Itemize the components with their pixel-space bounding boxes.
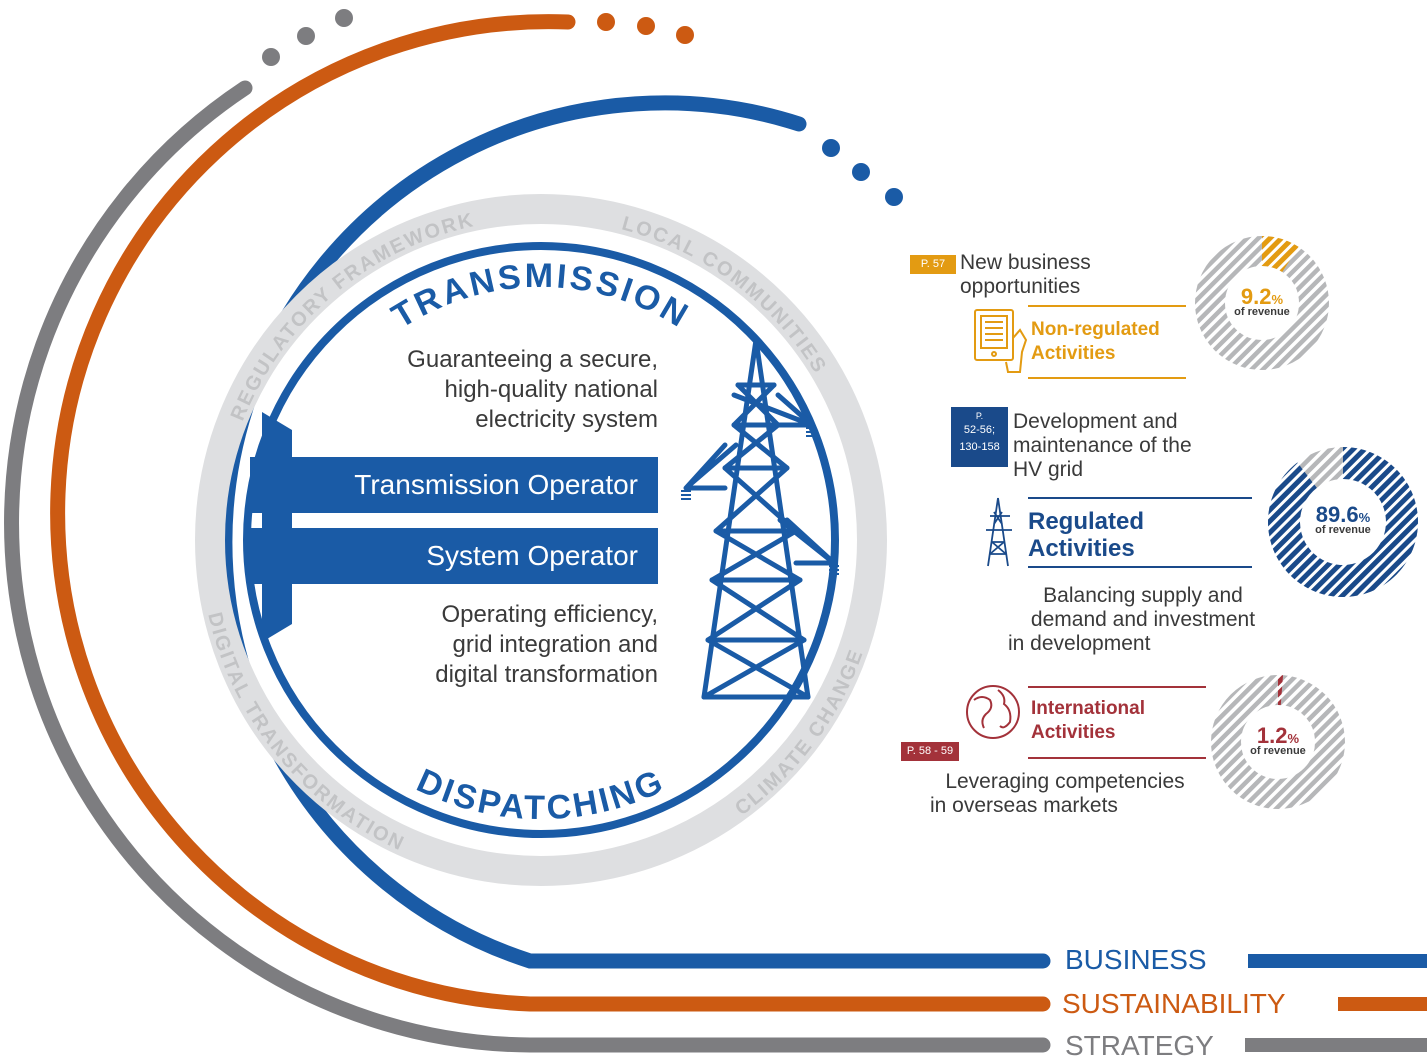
regulated-title: Regulated Activities <box>1028 508 1144 562</box>
description-line: demand and investment <box>1030 608 1256 631</box>
subline: Operating efficiency, grid integration a… <box>330 600 658 690</box>
title-line: Regulated <box>1028 508 1145 535</box>
page-ref-line: P. <box>975 411 984 421</box>
percent-sign: % <box>1287 731 1300 746</box>
page-ref-regulated: P. 52-56; 130-158 <box>951 410 1008 456</box>
page-ref-badge-non-regulated[interactable] <box>910 255 956 274</box>
strategy-dot <box>297 27 315 45</box>
transmission-operator-ribbon <box>250 457 658 513</box>
page-ref-line: 130-158 <box>959 441 1000 453</box>
context-ring <box>195 194 887 886</box>
strategy-dot <box>262 48 280 66</box>
tablet-hand-icon <box>974 309 1028 373</box>
business-dot <box>885 188 903 206</box>
page-ref-international: P. 58 - 59 <box>906 745 954 757</box>
system-operator-label: System Operator <box>426 540 638 571</box>
description-line: HV grid <box>1013 458 1084 481</box>
business-line-end <box>1248 954 1427 968</box>
business-dot <box>852 163 870 181</box>
sustainability-line-end <box>1338 997 1427 1011</box>
title-line: International <box>1031 698 1146 719</box>
pylon-icon <box>683 337 837 700</box>
percent-sign: % <box>1271 292 1284 307</box>
non-regulated-title: Non-regulated Activities <box>1031 318 1160 366</box>
percent-value: 89.6 <box>1315 502 1359 527</box>
percent-sign: % <box>1358 510 1371 525</box>
subline-line: digital transformation <box>435 661 658 688</box>
description-line: Development and <box>1013 410 1178 433</box>
tagline: Guaranteeing a secure, high-quality nati… <box>330 345 658 435</box>
description-line: maintenance of the <box>1013 434 1192 457</box>
regulated-extra-description: Balancing supply and demand and investme… <box>1008 584 1278 656</box>
donut-regulated <box>1268 447 1418 598</box>
title-line: Activities <box>1028 535 1135 562</box>
donut-non-regulated-slice <box>1262 236 1299 273</box>
system-operator-ribbon <box>250 528 658 584</box>
non-regulated-description: New business opportunities <box>960 251 1190 299</box>
tagline-line: electricity system <box>475 406 658 433</box>
non-regulated-percent: 9.2% of revenue <box>1207 284 1317 318</box>
regulated-description: Development and maintenance of the HV gr… <box>1013 410 1243 482</box>
description-line: New business <box>960 251 1091 274</box>
description-line: opportunities <box>960 275 1081 298</box>
page-ref-badge-regulated[interactable] <box>951 407 1008 467</box>
percent-caption: of revenue <box>1315 524 1371 536</box>
insulator-icon <box>681 427 839 575</box>
donut-non-regulated <box>1195 236 1329 370</box>
page-ref-badge-international[interactable] <box>901 742 959 761</box>
percent-value: 1.2 <box>1256 723 1288 748</box>
percent-value: 9.2 <box>1240 284 1272 309</box>
sustainability-dot <box>637 17 655 35</box>
percent-caption: of revenue <box>1250 745 1306 757</box>
subline-line: Operating efficiency, <box>441 601 658 628</box>
sustainability-arc <box>50 14 1051 1012</box>
small-pylon-icon <box>986 497 1012 567</box>
footer-sustainability: SUSTAINABILITY <box>1062 988 1286 1019</box>
international-title: International Activities <box>1031 697 1145 745</box>
description-line: in development <box>1008 632 1151 655</box>
title-line: Activities <box>1031 343 1116 364</box>
donut-international-slice <box>1278 675 1284 706</box>
globe-icon <box>966 685 1020 739</box>
donut-regulated-slice <box>1268 447 1418 598</box>
transmission-operator-label: Transmission Operator <box>354 469 638 500</box>
page-ref-non-regulated: P. 57 <box>920 258 946 270</box>
description-line: in overseas markets <box>930 794 1118 817</box>
strategy-dot <box>335 9 353 27</box>
donut-international <box>1211 675 1345 809</box>
page-ref-line: 52-56; <box>963 424 996 436</box>
strategy-arc <box>4 80 1051 1053</box>
title-line: Non-regulated <box>1031 319 1160 340</box>
strategy-line-end <box>1245 1038 1427 1052</box>
regulated-percent: 89.6% of revenue <box>1288 502 1398 536</box>
title-line: Activities <box>1031 722 1116 743</box>
sustainability-dot <box>676 26 694 44</box>
ribbon-tab <box>262 412 292 642</box>
business-dot <box>822 139 840 157</box>
footer-strategy: STRATEGY <box>1065 1030 1214 1061</box>
description-line: Balancing supply and <box>1043 584 1243 607</box>
percent-caption: of revenue <box>1234 306 1290 318</box>
international-percent: 1.2% of revenue <box>1223 723 1333 757</box>
description-line: Leveraging competencies <box>945 770 1185 793</box>
international-description: Leveraging competencies in overseas mark… <box>920 770 1210 818</box>
tagline-line: high-quality national <box>444 376 658 403</box>
subline-line: grid integration and <box>452 631 658 658</box>
tagline-line: Guaranteeing a secure, <box>407 346 658 373</box>
sustainability-dot <box>597 13 615 31</box>
footer-business: BUSINESS <box>1065 944 1207 975</box>
